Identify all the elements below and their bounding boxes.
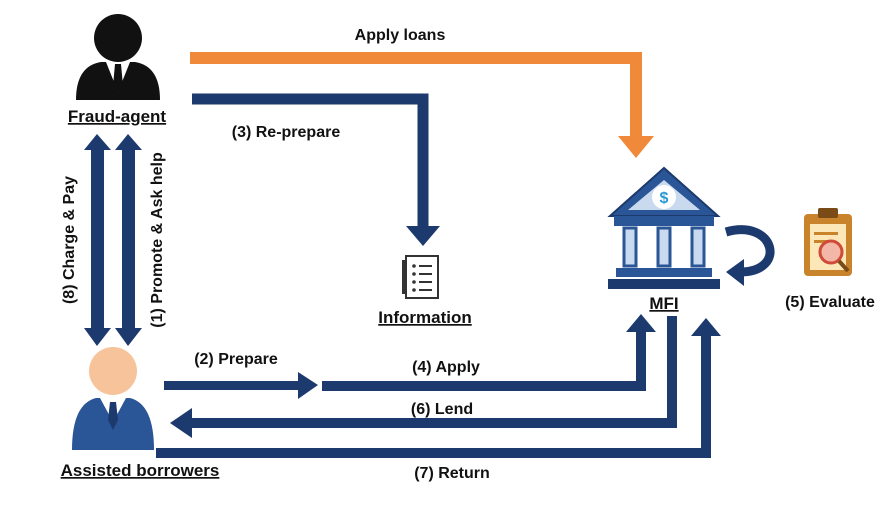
agent-person-icon bbox=[76, 14, 160, 100]
svg-text:$: $ bbox=[660, 190, 669, 207]
return-arrow bbox=[156, 318, 721, 458]
evaluate-loop-arrow bbox=[724, 225, 775, 286]
information-label: Information bbox=[378, 308, 472, 327]
apply-label: (4) Apply bbox=[412, 359, 480, 376]
prepare-arrow bbox=[164, 372, 318, 399]
promote-label: (1) Promote & Ask help bbox=[149, 152, 166, 328]
return-label: (7) Return bbox=[414, 465, 490, 482]
promote-arrow bbox=[115, 134, 142, 346]
fraud-agent-label: Fraud-agent bbox=[68, 107, 167, 126]
charge-pay-arrow bbox=[84, 134, 111, 346]
document-icon bbox=[402, 255, 439, 299]
bank-icon: $ bbox=[607, 166, 721, 289]
apply-arrow bbox=[322, 314, 656, 391]
borrowers-label: Assisted borrowers bbox=[61, 461, 220, 480]
borrower-person-icon bbox=[72, 347, 154, 450]
re-prepare-label: (3) Re-prepare bbox=[232, 124, 341, 141]
clipboard-magnifier-icon bbox=[804, 208, 852, 276]
prepare-label: (2) Prepare bbox=[194, 351, 278, 368]
apply-loans-label: Apply loans bbox=[355, 27, 446, 44]
mfi-label: MFI bbox=[649, 294, 678, 313]
evaluate-label: (5) Evaluate bbox=[785, 294, 875, 311]
lend-arrow bbox=[170, 316, 677, 438]
charge-pay-label: (8) Charge & Pay bbox=[61, 176, 78, 304]
lend-label: (6) Lend bbox=[411, 401, 473, 418]
re-prepare-arrow bbox=[192, 93, 440, 246]
apply-loans-arrow bbox=[190, 52, 654, 158]
